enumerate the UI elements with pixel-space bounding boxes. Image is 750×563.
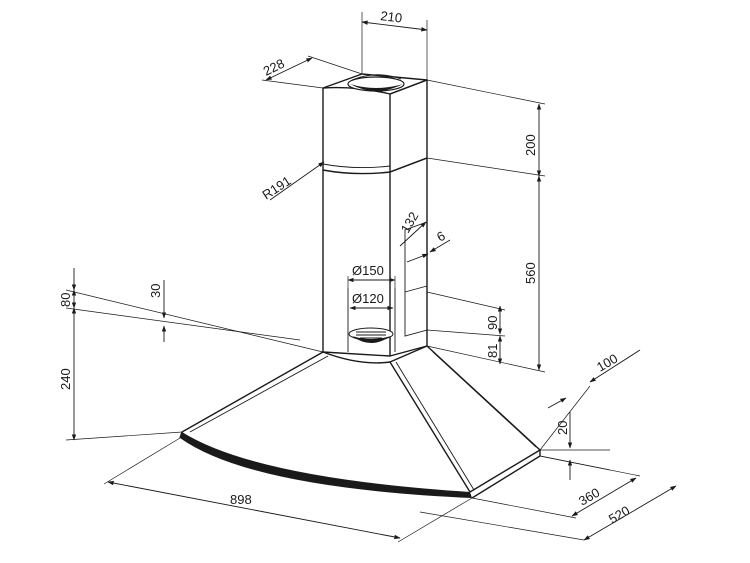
top-exhaust-shading xyxy=(350,84,403,91)
canopy-top-edge xyxy=(322,345,428,364)
canopy-underside xyxy=(180,432,472,498)
label-r191: R191 xyxy=(259,173,293,203)
canopy-front-inner xyxy=(395,361,475,491)
label-200: 200 xyxy=(523,134,538,156)
canopy-rim-right xyxy=(469,449,541,499)
dimension-lines xyxy=(65,12,677,543)
label-80: 80 xyxy=(58,293,73,307)
dimension-labels: 210 228 200 560 R191 132 6 Ø150 Ø120 80 … xyxy=(58,8,632,527)
label-228: 228 xyxy=(261,56,287,79)
label-81: 81 xyxy=(485,344,500,358)
label-132: 132 xyxy=(398,209,422,235)
chimney-lower-front xyxy=(322,170,391,357)
label-20: 20 xyxy=(555,421,570,435)
hood-body xyxy=(179,73,541,499)
label-90: 90 xyxy=(485,316,500,330)
label-150: Ø150 xyxy=(352,263,384,278)
label-360: 360 xyxy=(576,485,602,509)
label-560: 560 xyxy=(523,262,538,284)
label-6: 6 xyxy=(434,228,448,245)
canopy-left-face xyxy=(181,351,324,433)
duct-grille-lines xyxy=(356,331,386,339)
label-120: Ø120 xyxy=(352,291,384,306)
top-exhaust-collar xyxy=(351,74,402,81)
label-520: 520 xyxy=(606,503,632,527)
chimney-upper-side xyxy=(389,79,428,173)
wall-bracket xyxy=(404,221,428,337)
duct-grille xyxy=(352,336,391,343)
canopy-left-inner xyxy=(189,355,329,433)
canopy-right-inner xyxy=(432,351,537,448)
label-898: 898 xyxy=(230,492,252,507)
chimney-joint-band xyxy=(322,163,391,169)
label-240: 240 xyxy=(58,368,73,390)
label-30: 30 xyxy=(148,284,163,298)
chimney-upper-front xyxy=(322,86,391,175)
label-210: 210 xyxy=(380,8,403,26)
canopy-front-face xyxy=(389,361,471,493)
label-100: 100 xyxy=(594,351,620,375)
chimney-lower-side xyxy=(389,157,428,357)
inner-duct xyxy=(347,288,396,352)
